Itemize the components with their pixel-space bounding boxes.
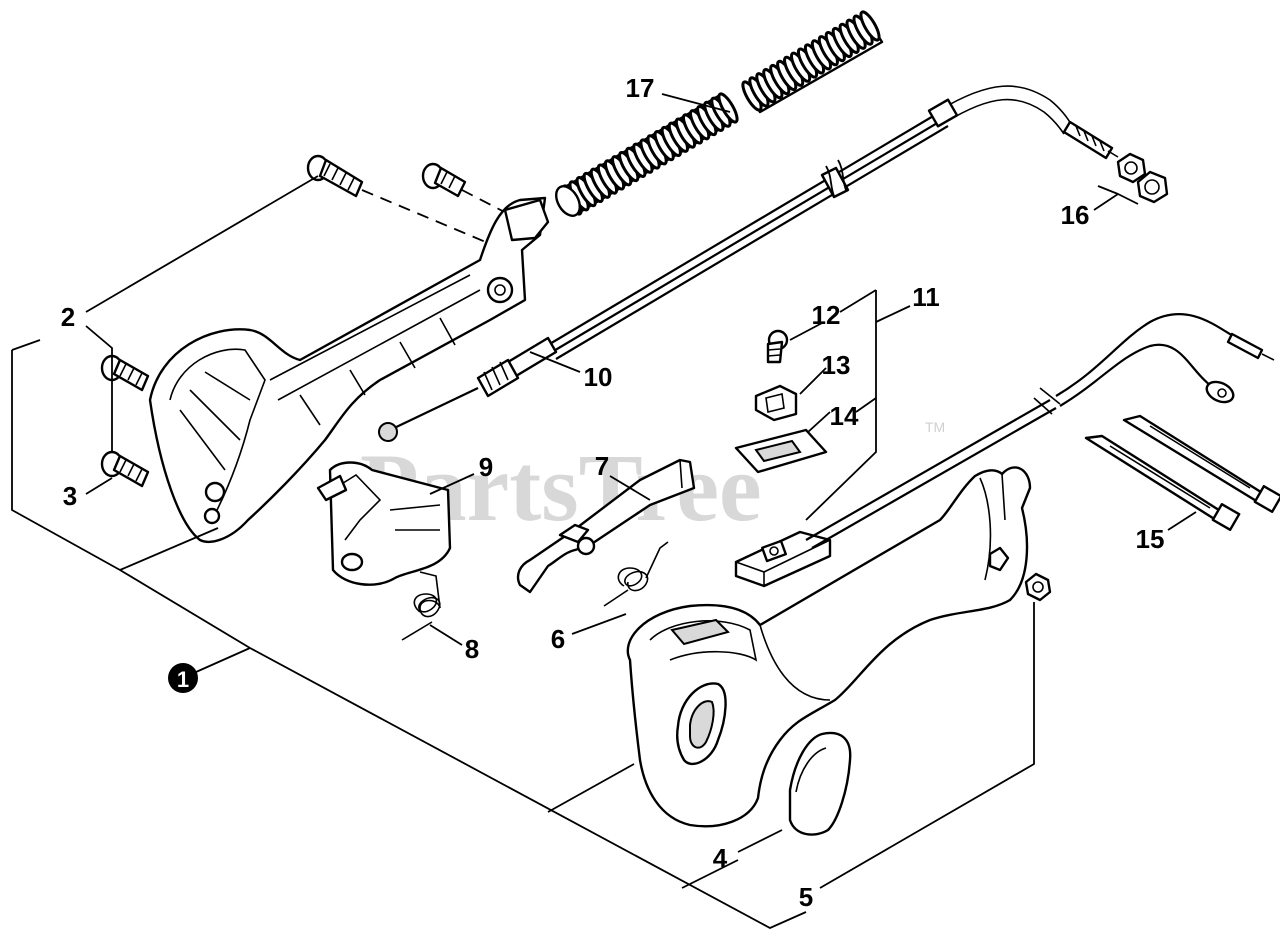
- switch-screw[interactable]: [766, 329, 789, 364]
- spiral-cover[interactable]: [551, 10, 884, 220]
- handle-right-half[interactable]: [626, 466, 1032, 828]
- svg-text:1: 1: [177, 667, 189, 692]
- callout-14[interactable]: 14: [830, 401, 859, 431]
- callout-7[interactable]: 7: [595, 451, 609, 481]
- throttle-cable[interactable]: [378, 85, 1119, 442]
- callout-17[interactable]: 17: [626, 73, 655, 103]
- screw-low-left[interactable]: [100, 450, 150, 488]
- cable-tie-lower[interactable]: [1084, 434, 1241, 531]
- trademark: TM: [925, 419, 945, 435]
- leader-lines: [11, 93, 1197, 930]
- lockout-lever[interactable]: [316, 461, 452, 586]
- screw-top-left[interactable]: [306, 154, 364, 198]
- callout-3[interactable]: 3: [63, 481, 77, 511]
- screw-mid-left[interactable]: [100, 354, 150, 392]
- callout-1[interactable]: 1: [168, 663, 198, 693]
- callout-4[interactable]: 4: [713, 843, 728, 873]
- screw-top-right[interactable]: [421, 162, 467, 198]
- callout-16[interactable]: 16: [1061, 200, 1090, 230]
- screw-alignment-line-2: [461, 189, 521, 221]
- callout-2[interactable]: 2: [61, 302, 75, 332]
- callout-5[interactable]: 5: [799, 882, 813, 912]
- stop-switch[interactable]: [734, 313, 1275, 588]
- handle-left-half[interactable]: [148, 196, 550, 543]
- switch-clip[interactable]: [754, 384, 798, 422]
- callout-9[interactable]: 9: [479, 452, 493, 482]
- spring-trigger[interactable]: [603, 541, 669, 607]
- hex-nut[interactable]: [1024, 572, 1052, 602]
- throttle-trigger[interactable]: [516, 458, 696, 594]
- callout-10[interactable]: 10: [584, 362, 613, 392]
- grip-pad[interactable]: [788, 731, 852, 836]
- callout-12[interactable]: 12: [812, 300, 841, 330]
- coil-ridge: [859, 10, 881, 42]
- callout-15[interactable]: 15: [1136, 524, 1165, 554]
- callout-8[interactable]: 8: [465, 634, 479, 664]
- callout-6[interactable]: 6: [551, 624, 565, 654]
- callout-11[interactable]: 11: [912, 282, 940, 312]
- spring-lockout[interactable]: [401, 571, 441, 641]
- cable-tie-upper[interactable]: [1122, 414, 1280, 513]
- callout-13[interactable]: 13: [822, 350, 851, 380]
- switch-label-plate[interactable]: [734, 428, 828, 474]
- nut-pair[interactable]: [1116, 152, 1169, 204]
- screw-alignment-line: [361, 189, 501, 249]
